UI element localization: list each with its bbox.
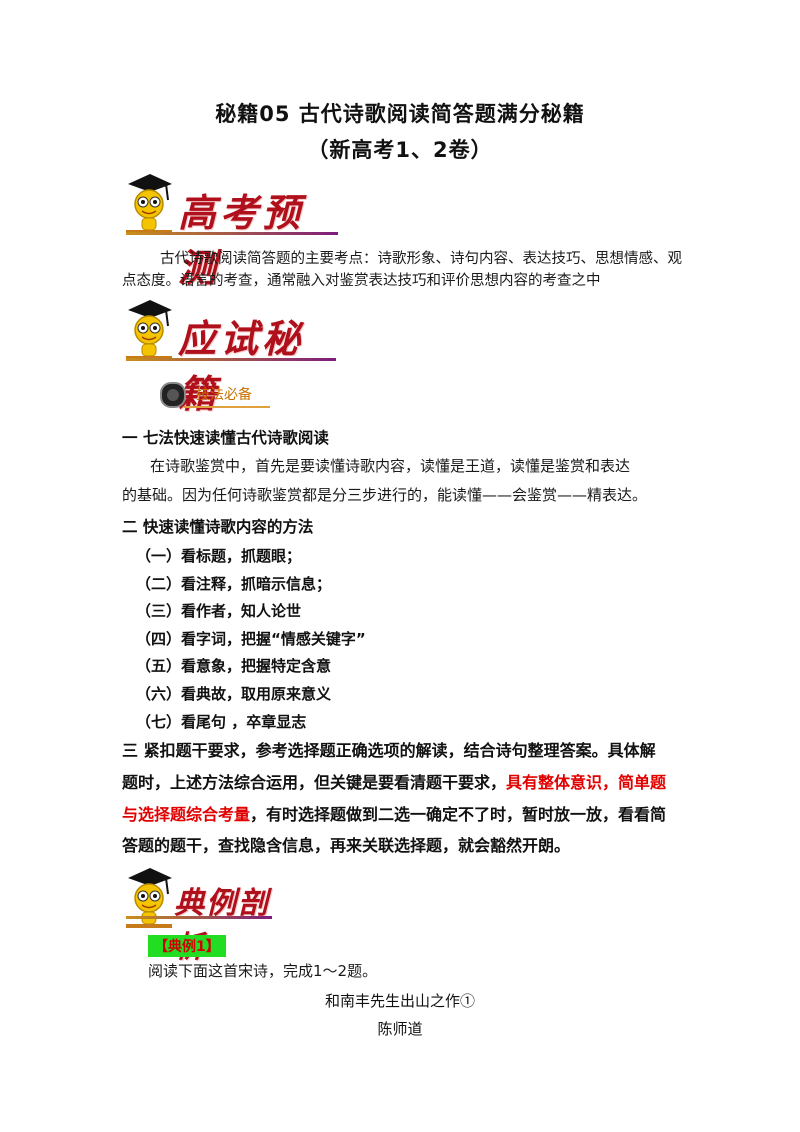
section1-heading: 一 七法快速读懂古代诗歌阅读 bbox=[122, 429, 329, 447]
section3-line-3: 与选择题综合考量，有时选择题做到二选一确定不了时，暂时放一放，看看简 bbox=[122, 800, 666, 830]
banner-underline bbox=[126, 916, 272, 919]
document-subtitle: （新高考1、2卷） bbox=[307, 138, 493, 162]
section3-emphasis: 与选择题综合考量 bbox=[122, 805, 251, 824]
method-item: （四）看字词，把握“情感关键字” bbox=[136, 630, 366, 648]
section3-line-4: 答题的题干，查找隐含信息，再来关联选择题，就会豁然开朗。 bbox=[122, 836, 571, 855]
example-badge: 【典例1】 bbox=[148, 935, 226, 957]
method-item: （一）看标题，抓题眼； bbox=[136, 547, 302, 565]
scholar-mascot-icon bbox=[126, 868, 172, 928]
poem-author: 陈师道 bbox=[377, 1020, 423, 1038]
intro-line-2: 点态度。语言的考查，通常融入对鉴赏表达技巧和评价思想内容的考查之中 bbox=[122, 273, 601, 289]
method-item: （六）看典故，取用原来意义 bbox=[136, 685, 332, 703]
banner-underline bbox=[126, 232, 338, 235]
poem-title: 和南丰先生出山之作① bbox=[324, 992, 475, 1010]
banner-underline bbox=[126, 358, 336, 361]
section3-text: 题时，上述方法综合运用，但关键是要看清题干要求， bbox=[122, 773, 507, 792]
section3-text: ，有时选择题做到二选一确定不了时，暂时放一放，看看简 bbox=[250, 805, 667, 824]
section1-line-1: 在诗歌鉴赏中，首先是要读懂诗歌内容，读懂是王道，读懂是鉴赏和表达 bbox=[150, 457, 631, 475]
jifa-label: 技法必备 bbox=[196, 387, 252, 403]
method-item: （二）看注释，抓暗示信息； bbox=[136, 575, 332, 593]
jifa-underline bbox=[184, 406, 270, 408]
method-item: （五）看意象，把握特定含意 bbox=[136, 657, 332, 675]
scholar-mascot-icon bbox=[126, 174, 172, 234]
jifa-tag: 技法必备 bbox=[160, 380, 270, 410]
document-title: 秘籍05 古代诗歌阅读简答题满分秘籍 bbox=[215, 102, 585, 126]
section2-heading: 二 快速读懂诗歌内容的方法 bbox=[122, 518, 314, 536]
banner-gaokao: 高考预测 bbox=[120, 170, 338, 290]
banner-gaokao-label: 高考预测 bbox=[178, 190, 305, 290]
banner-yingshi: 应试秘籍 bbox=[120, 296, 336, 416]
intro-line-1: 古代诗歌阅读简答题的主要考点：诗歌形象、诗句内容、表达技巧、思想情感、观 bbox=[160, 251, 682, 267]
banner-dianli: 典例剖析 bbox=[120, 864, 272, 965]
disc-icon bbox=[160, 382, 186, 408]
method-item: （七）看尾句 ，卒章显志 bbox=[136, 713, 307, 731]
banner-yingshi-label: 应试秘籍 bbox=[178, 316, 305, 416]
scholar-mascot-icon bbox=[126, 300, 172, 360]
example-instruction: 阅读下面这首宋诗，完成1～2题。 bbox=[148, 962, 378, 980]
section3-line-2: 题时，上述方法综合运用，但关键是要看清题干要求，具有整体意识，简单题 bbox=[122, 768, 666, 798]
section3-line-1: 三 紧扣题干要求，参考选择题正确选项的解读，结合诗句整理答案。具体解 bbox=[122, 741, 656, 760]
section1-line-2: 的基础。因为任何诗歌鉴赏都是分三步进行的，能读懂——会鉴赏——精表达。 bbox=[122, 486, 648, 504]
section3-emphasis: 具有整体意识，简单题 bbox=[506, 773, 667, 792]
method-item: （三）看作者，知人论世 bbox=[136, 602, 302, 620]
